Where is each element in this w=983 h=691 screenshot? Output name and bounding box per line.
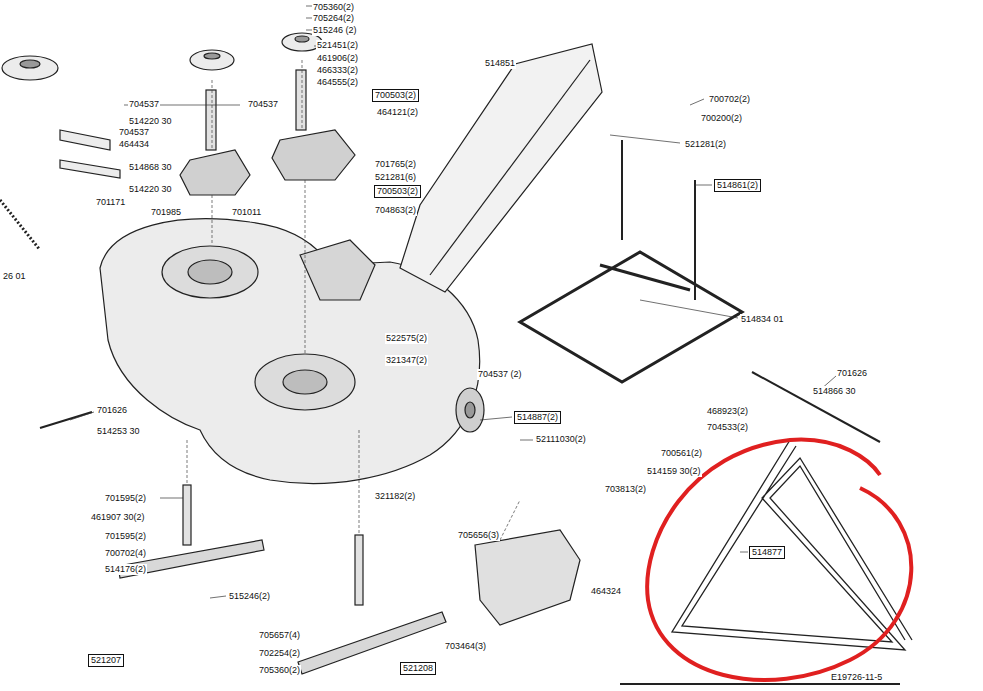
callout-number: 515246(2) (228, 591, 271, 602)
callout-number: 26 01 (2, 271, 27, 282)
callout-number: 701626 (96, 405, 128, 416)
boxed-callout: 700503(2) (374, 185, 421, 198)
callout-number: 705360(2) (312, 2, 355, 13)
callout-number: 705656(3) (457, 530, 500, 541)
callout-number: 321182(2) (374, 491, 416, 502)
callout-number: 700503(2) (375, 90, 416, 101)
callout-number: 705360(2) (258, 665, 301, 676)
callout-number: 514868 30 (128, 162, 173, 173)
callout-number: 700561(2) (660, 448, 703, 459)
callout-number: 461907 30(2) (90, 512, 146, 523)
callout-number: 701595(2) (104, 493, 147, 504)
callout-number: 701985 (150, 207, 182, 218)
callout-number: 704533(2) (706, 422, 749, 433)
callout-number: 514887(2) (517, 412, 558, 423)
boxed-callout: 700503(2) (372, 89, 419, 102)
callout-number: 705264(2) (312, 13, 355, 24)
callout-number: 514861(2) (717, 180, 758, 191)
callout-number: 700702(2) (708, 94, 751, 105)
callout-number: 464324 (590, 586, 622, 597)
callout-number: 514220 30 (128, 184, 173, 195)
callout-number: 514866 30 (812, 386, 857, 397)
boxed-callout: 521208 (400, 662, 436, 675)
callout-number: 703464(3) (444, 641, 487, 652)
callout-number: 522575(2) (385, 333, 428, 344)
callout-number: 521281(6) (374, 172, 417, 183)
callout-number: 700200(2) (700, 113, 743, 124)
callout-number: 514851 (484, 58, 516, 69)
callout-number: 514834 01 (740, 314, 785, 325)
callout-number: 701171 (95, 197, 126, 208)
callout-number: 464121(2) (376, 107, 419, 118)
callout-number: 700702(4) (104, 548, 147, 559)
callout-number: 521208 (403, 663, 433, 674)
callout-number: 514176(2) (104, 564, 147, 575)
callout-number: 464555(2) (316, 77, 359, 88)
callout-number: 464434 (118, 139, 150, 150)
callout-number: 466333(2) (316, 65, 359, 76)
callout-number: 521207 (91, 655, 121, 666)
callout-number: 521451(2) (316, 40, 359, 51)
callout-number: 704537 (118, 127, 150, 138)
callout-number: 701595(2) (104, 531, 147, 542)
callout-number: 515246 (2) (312, 25, 358, 36)
callout-number: 701626 (836, 368, 868, 379)
callout-number: 704537 (247, 99, 279, 110)
boxed-callout: 514861(2) (714, 179, 761, 192)
callout-number: 521281(2) (684, 139, 727, 150)
callout-number: 514877 (752, 547, 782, 558)
callout-number: 700503(2) (377, 186, 418, 197)
callout-number: 703813(2) (604, 484, 647, 495)
callout-number: 704863(2) (374, 205, 417, 216)
callout-number: 704537 (128, 99, 160, 110)
callout-number: 52111030(2) (535, 434, 587, 445)
callout-number: 701011 (231, 207, 262, 218)
boxed-callout: 514887(2) (514, 411, 561, 424)
callout-number: 514253 30 (96, 426, 141, 437)
callout-number: 705657(4) (258, 630, 301, 641)
callout-number: 514159 30(2) (646, 466, 702, 477)
boxed-callout: 521207 (88, 654, 124, 667)
callout-number: 461906(2) (316, 53, 359, 64)
callout-number: 468923(2) (706, 406, 749, 417)
callout-number: E19726-11-5 (830, 672, 883, 683)
callout-number: 321347(2) (385, 355, 428, 366)
boxed-callout: 514877 (749, 546, 785, 559)
callout-number: 701765(2) (374, 159, 417, 170)
callout-number: 704537 (2) (477, 369, 523, 380)
callout-number: 514220 30 (128, 116, 173, 127)
callout-number: 702254(2) (258, 648, 301, 659)
